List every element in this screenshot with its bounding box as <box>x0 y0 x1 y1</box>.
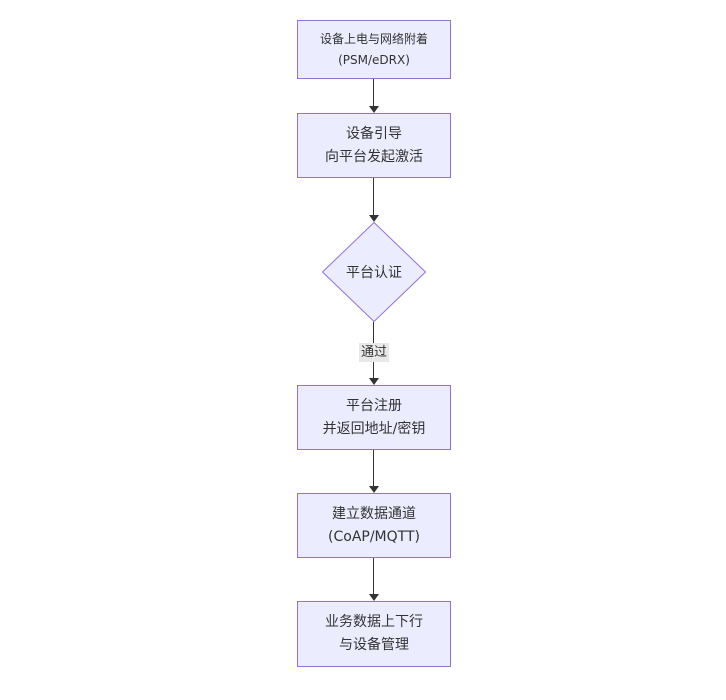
node-text-line: 建立数据通道 <box>332 505 416 522</box>
arrowhead-down-icon <box>368 215 379 222</box>
node-text-line: 与设备管理 <box>339 637 409 653</box>
node-text-line: 平台认证 <box>346 265 402 281</box>
flow-node-power-attach: 设备上电与网络附着 (PSM/eDRX) <box>297 20 451 79</box>
edge-line <box>373 79 374 106</box>
flow-node-bootstrap: 设备引导 向平台发起激活 <box>297 113 451 178</box>
arrowhead-down-icon <box>368 594 379 601</box>
edge-line <box>373 178 374 215</box>
node-text-line: 并返回地址/密钥 <box>322 420 426 437</box>
node-text-line: 平台注册 <box>346 397 402 414</box>
flow-node-register: 平台注册 并返回地址/密钥 <box>297 385 451 450</box>
node-text-line: (CoAP/MQTT) <box>328 528 420 545</box>
node-text-line: 业务数据上下行 <box>325 614 423 630</box>
edge-label-pass: 通过 <box>358 343 390 362</box>
flow-node-data-channel: 建立数据通道 (CoAP/MQTT) <box>297 493 451 558</box>
node-text-line: 设备上电与网络附着 <box>319 31 428 46</box>
node-text-line: 设备引导 <box>346 125 402 142</box>
arrowhead-down-icon <box>368 486 379 493</box>
arrowhead-down-icon <box>368 106 379 113</box>
diamond-shape <box>322 222 426 322</box>
arrowhead-down-icon <box>368 378 379 385</box>
flow-node-auth-decision: 平台认证 <box>322 222 426 322</box>
node-text-line: 向平台发起激活 <box>325 148 423 165</box>
node-text-line: (PSM/eDRX) <box>338 52 410 67</box>
edge-line <box>373 558 374 594</box>
flow-node-business: 业务数据上下行 与设备管理 <box>297 601 451 667</box>
edge-line <box>373 450 374 486</box>
